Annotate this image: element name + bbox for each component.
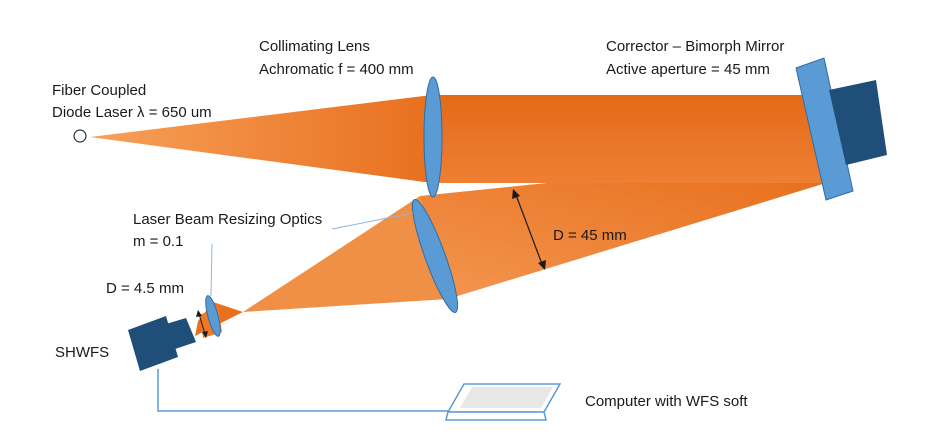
beam-diameter-arrow-large <box>512 189 546 270</box>
diverging-beam <box>90 95 432 183</box>
beam-small-label: D = 4.5 mm <box>106 280 184 297</box>
mirror-label-line1: Corrector – Bimorph Mirror <box>606 38 784 55</box>
shwfs-camera-icon <box>128 316 196 371</box>
leader-resize-large <box>331 212 414 230</box>
beam-diameter-arrow-small <box>196 310 208 338</box>
source-label-line1: Fiber Coupled <box>52 82 146 99</box>
mirror-housing <box>829 80 887 165</box>
resize-label-line2: m = 0.1 <box>133 233 183 250</box>
data-cable <box>157 369 452 412</box>
lens-label-line1: Collimating Lens <box>259 38 370 55</box>
collimated-beam <box>432 95 826 183</box>
mirror-label-line2: Active aperture = 45 mm <box>606 61 770 78</box>
lens-label-line2: Achromatic f = 400 mm <box>259 61 414 78</box>
resizing-lens-small <box>205 295 221 337</box>
resize-label-line1: Laser Beam Resizing Optics <box>133 211 322 228</box>
bimorph-mirror <box>795 57 854 201</box>
source-label-line2: Diode Laser λ = 650 um <box>52 104 212 121</box>
computer-label: Computer with WFS soft <box>585 393 748 410</box>
laptop-icon <box>445 383 562 421</box>
sensor-label: SHWFS <box>55 344 109 361</box>
fiber-source-icon <box>73 129 87 143</box>
collimating-lens <box>423 76 443 198</box>
leader-resize-small <box>210 243 213 297</box>
resizing-lens-large <box>411 199 459 313</box>
return-beam <box>420 183 826 299</box>
beam-large-label: D = 45 mm <box>553 227 627 244</box>
converging-beam <box>243 196 448 312</box>
